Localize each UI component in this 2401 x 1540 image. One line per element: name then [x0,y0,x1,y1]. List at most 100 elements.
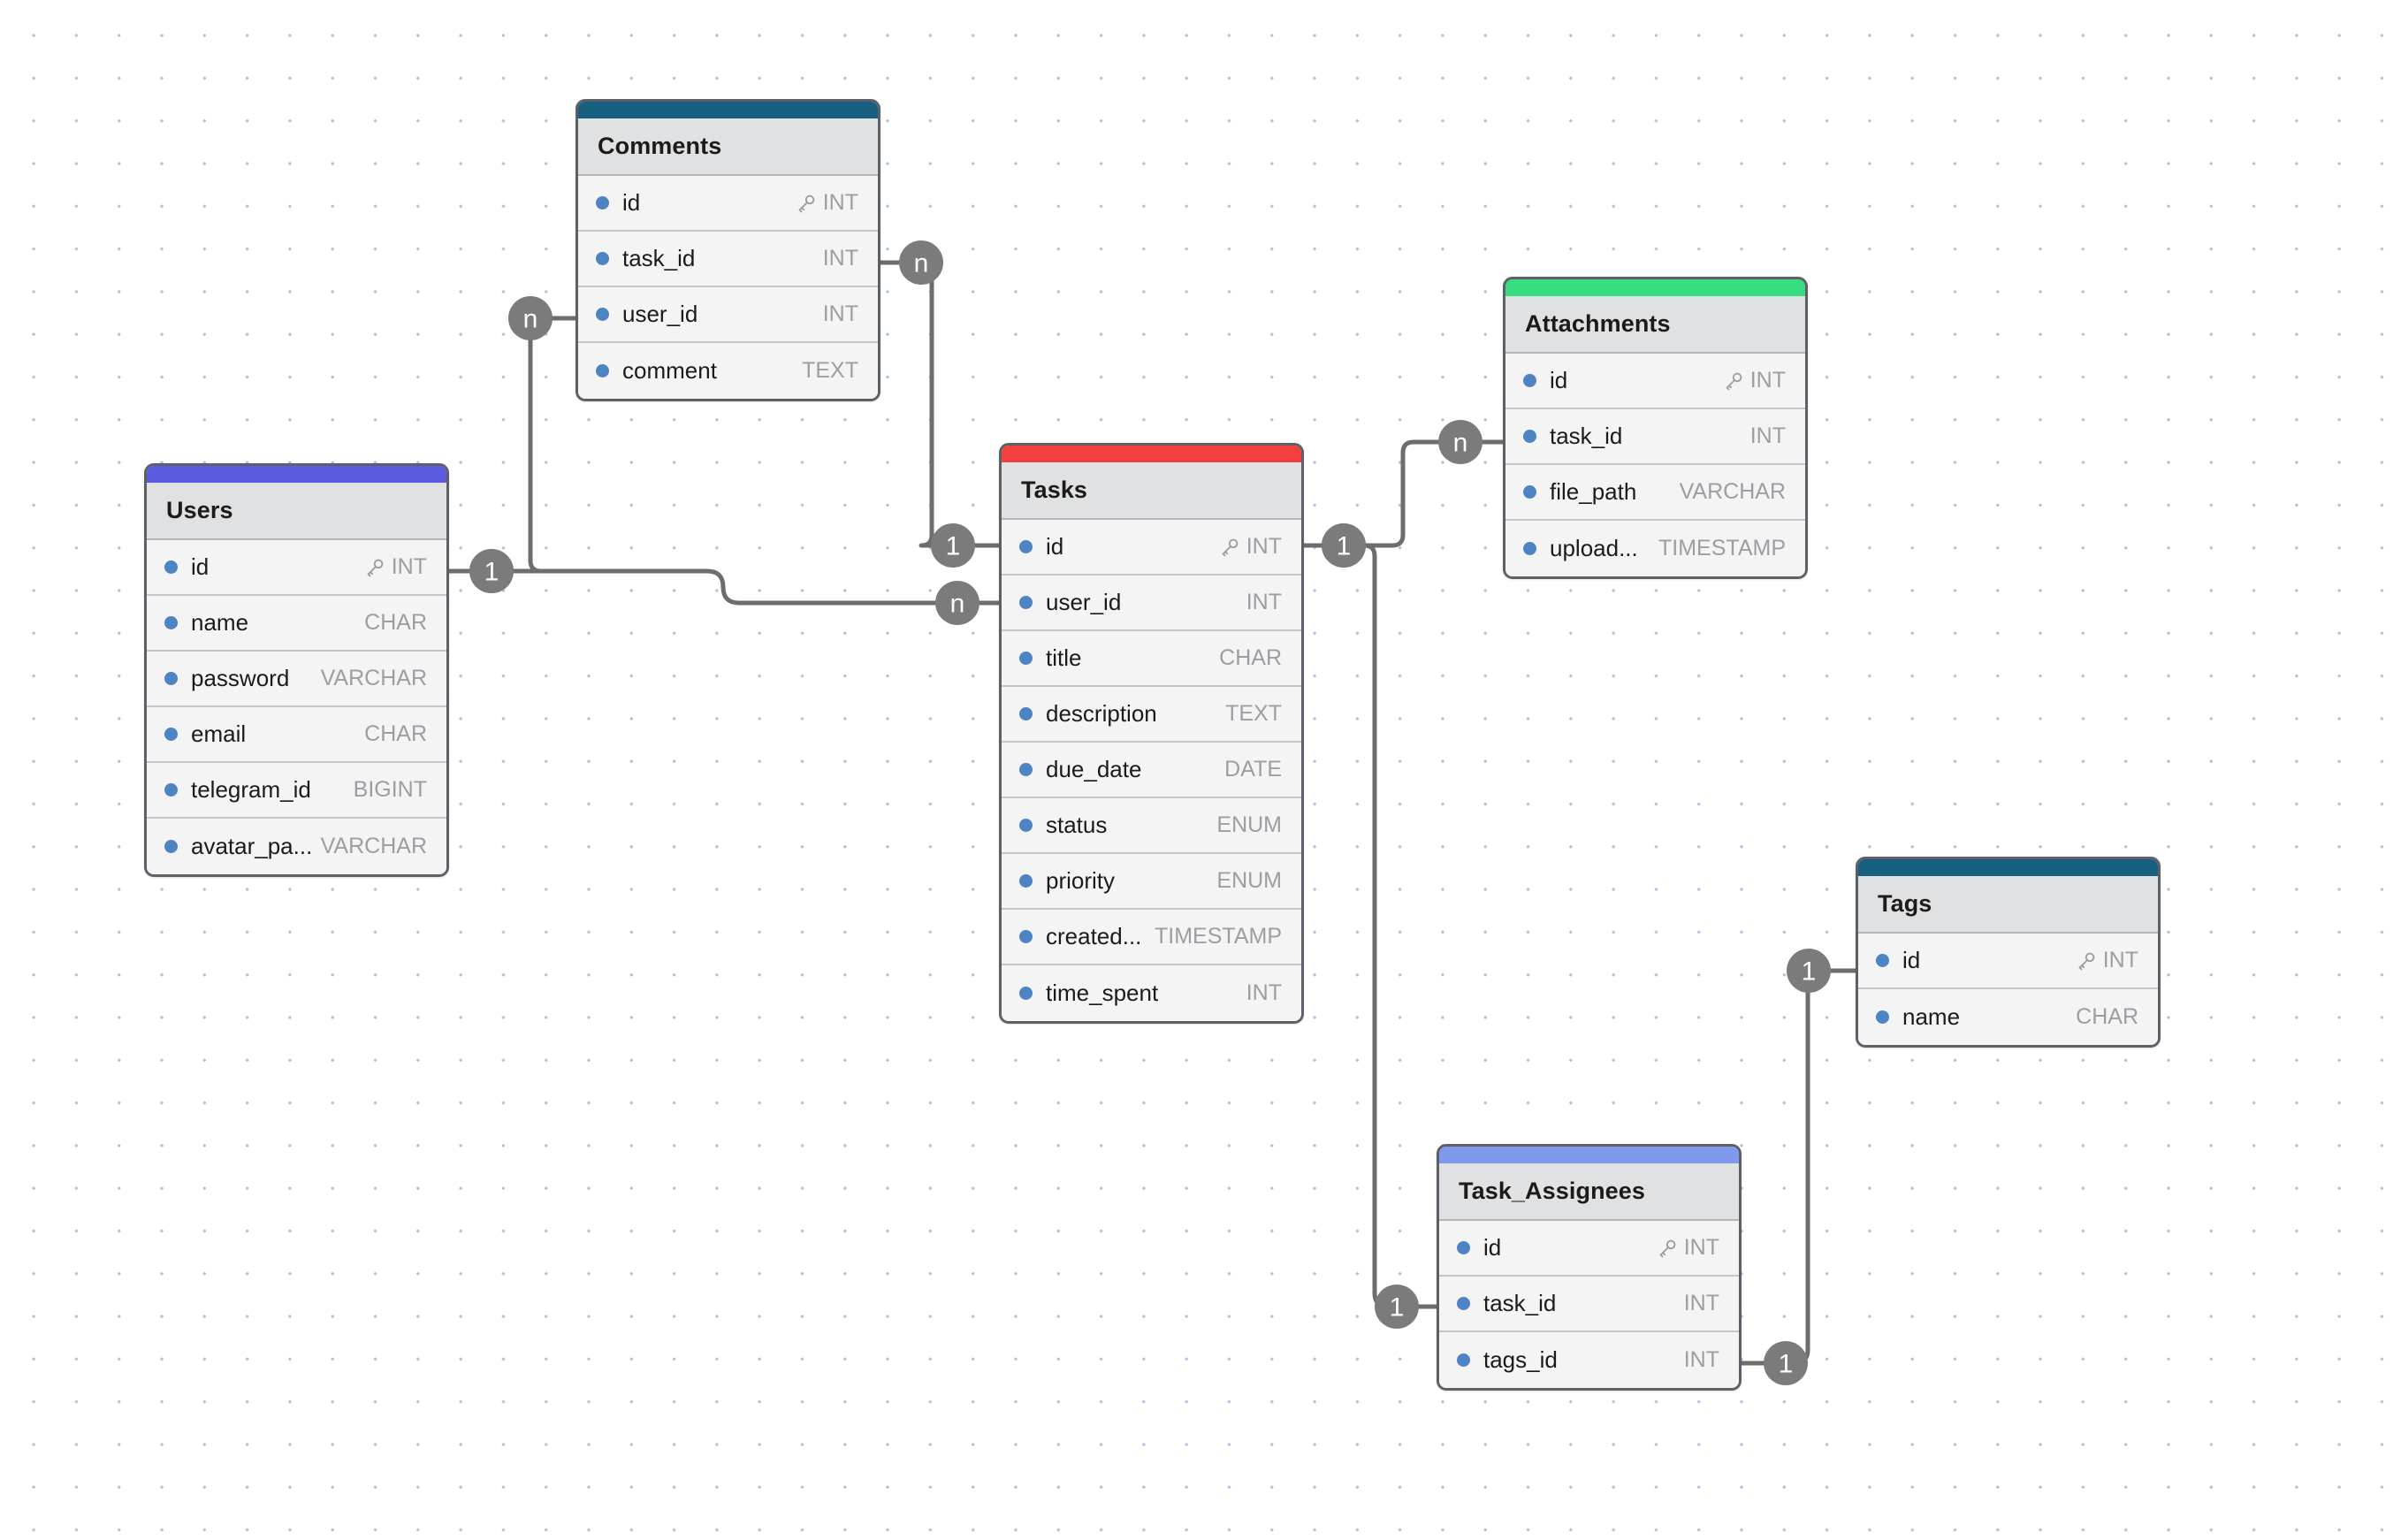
field-name: created... [1046,923,1142,949]
table-header-attachments[interactable]: Attachments [1505,296,1805,354]
relationship-tasks-assignees[interactable] [1344,543,1437,1309]
field-name: telegram_id [191,776,311,803]
field-meta: CHAR [364,610,427,636]
field-bullet-icon [1457,1297,1470,1310]
field-type: INT [822,301,858,326]
field-name: name [191,609,249,636]
field-bullet-icon [1457,1353,1470,1367]
badge-circle [1322,523,1366,568]
field-row-task_assignees-id[interactable]: id INT [1439,1221,1739,1277]
table-header-tags[interactable]: Tags [1858,876,2158,934]
relationship-tasks-attachments[interactable] [1304,439,1503,548]
field-type: INT [1683,1235,1719,1260]
field-type: INT [1246,980,1282,1005]
primary-key-icon [1723,370,1744,392]
table-title-users: Users [166,497,233,523]
field-meta: ENUM [1216,868,1282,894]
field-type: INT [822,190,858,215]
field-bullet-icon [1019,930,1033,943]
field-type: CHAR [1219,645,1282,670]
field-name: task_id [1483,1290,1557,1316]
field-row-tasks-created[interactable]: created...TIMESTAMP [1002,910,1301,965]
field-bullet-icon [1019,652,1033,665]
field-bullet-icon [164,560,178,574]
field-row-tasks-description[interactable]: description TEXT [1002,687,1301,743]
field-type: INT [1246,590,1282,614]
table-accent-bar-attachments [1505,279,1805,296]
relationship-tags-assignees[interactable] [1742,968,1856,1366]
table-header-task_assignees[interactable]: Task_Assignees [1439,1163,1739,1221]
field-row-task_assignees-task_id[interactable]: task_id INT [1439,1277,1739,1332]
field-name: user_id [622,301,698,327]
field-row-comments-user_id[interactable]: user_id INT [578,287,878,343]
field-meta: CHAR [1219,645,1282,671]
field-name: password [191,665,290,691]
table-header-tasks[interactable]: Tasks [1002,462,1301,520]
field-meta: ENUM [1216,812,1282,838]
connector-line [1344,543,1437,1309]
table-header-users[interactable]: Users [147,483,446,540]
badge-label: n [950,590,965,619]
badge-label: 1 [1802,957,1817,987]
field-type: INT [1683,1291,1719,1315]
primary-key-icon [796,193,817,214]
badge-label: 1 [1779,1350,1794,1379]
field-name: id [1483,1234,1502,1261]
badge-circle [1787,949,1831,993]
primary-key-icon [2076,950,2097,972]
field-bullet-icon [1523,430,1536,443]
table-accent-bar-tags [1858,859,2158,876]
field-meta: VARCHAR [1680,479,1786,505]
field-name: avatar_pa... [191,833,312,859]
relationship-users-tasks[interactable] [449,568,999,606]
table-header-comments[interactable]: Comments [578,118,878,176]
field-bullet-icon [1019,540,1033,553]
field-name: description [1046,700,1157,727]
field-meta: INT [2076,948,2138,973]
relationship-comments-tasks[interactable] [880,260,999,548]
field-row-tasks-title[interactable]: title CHAR [1002,631,1301,687]
cardinality-badge-users-tasks-1: 1 [469,549,514,593]
field-row-users-avatar_pa[interactable]: avatar_pa...VARCHAR [147,819,446,874]
table-title-tags: Tags [1878,890,1932,917]
field-meta: INT [364,554,427,580]
field-type: TIMESTAMP [1658,536,1786,560]
field-type: CHAR [2076,1004,2138,1029]
table-title-tasks: Tasks [1021,476,1088,503]
field-meta: INT [1723,368,1786,393]
cardinality-badge-tags-assignees-1: 1 [1764,1341,1808,1385]
field-name: email [191,720,247,747]
field-meta: TEXT [1225,701,1282,727]
table-accent-bar-tasks [1002,446,1301,462]
relationship-comments-users[interactable] [449,316,575,574]
field-name: title [1046,644,1082,671]
field-row-attachments-upload[interactable]: upload...TIMESTAMP [1505,521,1805,576]
field-row-users-name[interactable]: name CHAR [147,596,446,652]
